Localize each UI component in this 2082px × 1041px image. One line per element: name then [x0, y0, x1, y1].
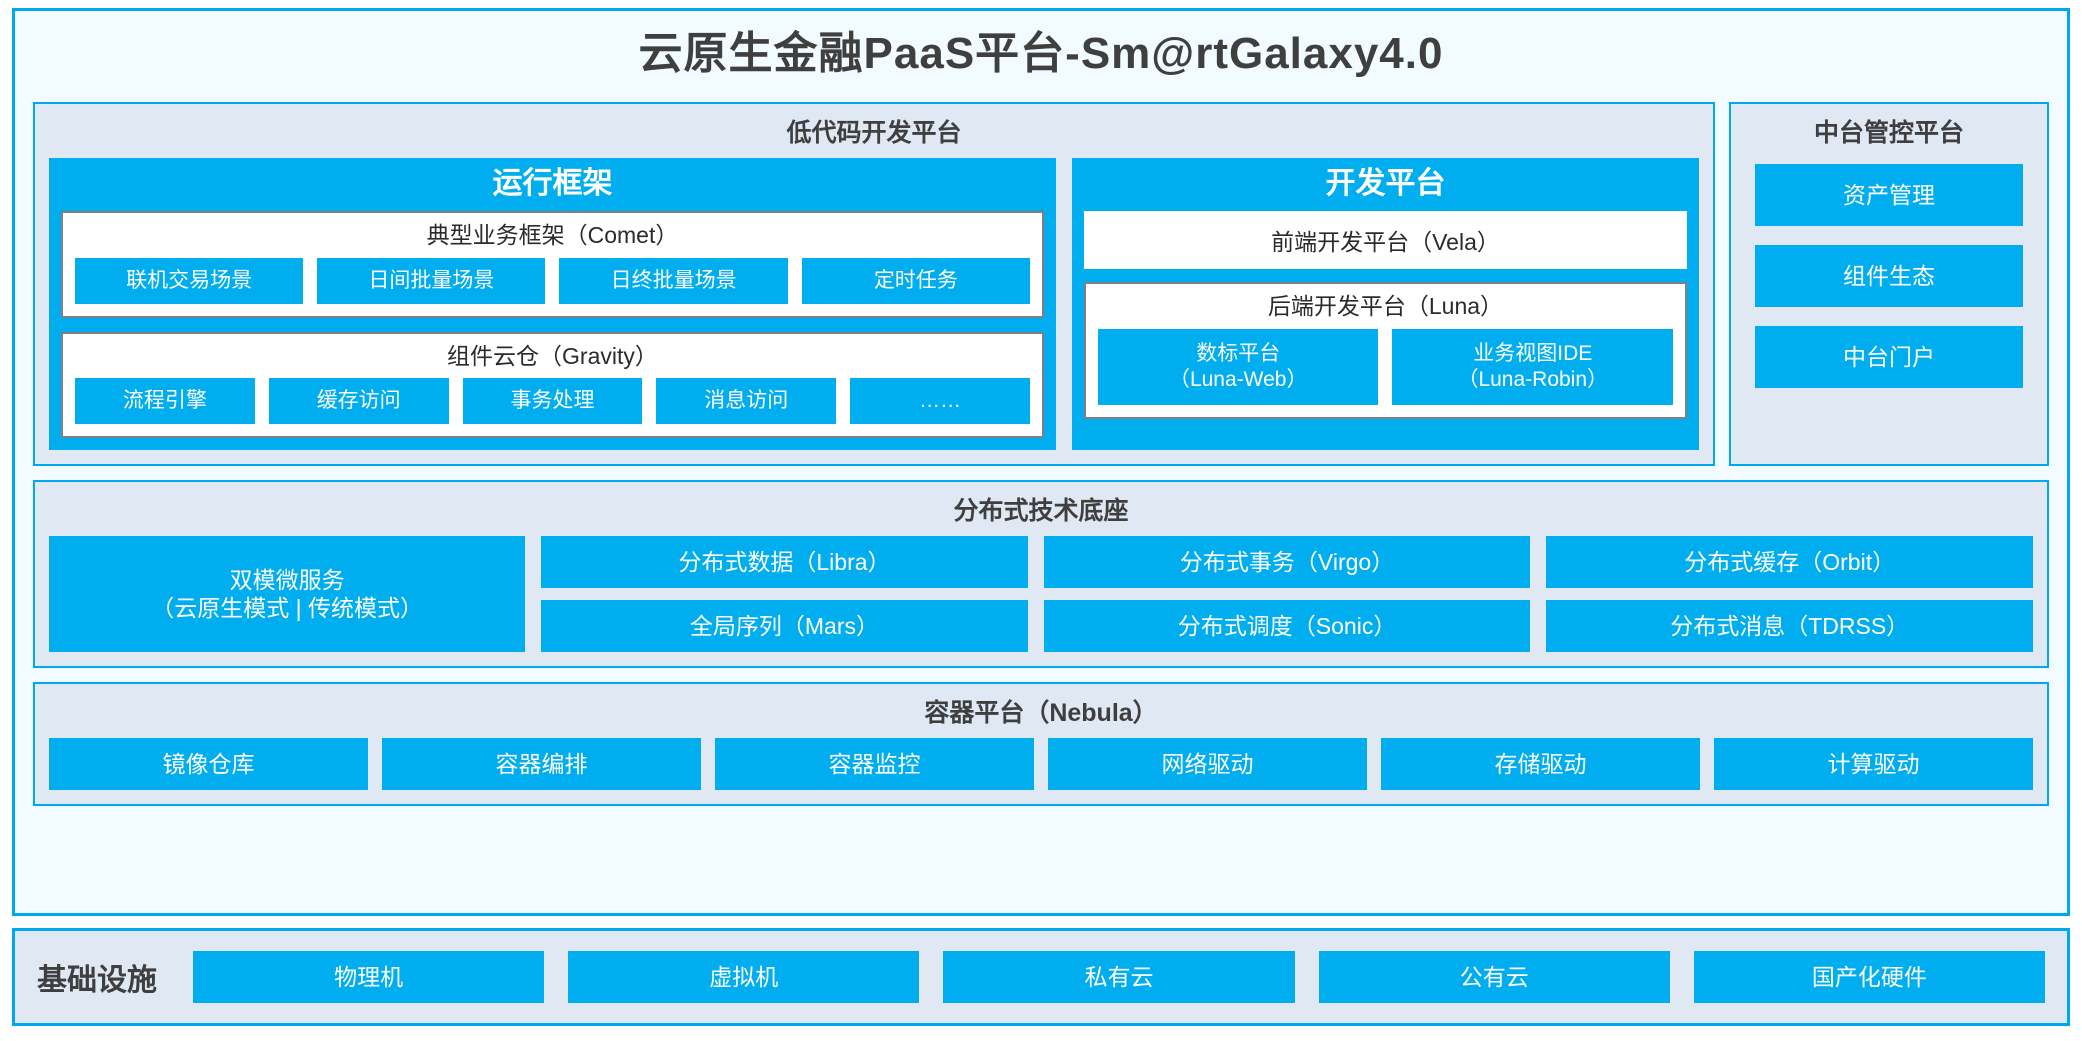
infra-tile-physical-machine[interactable]: 物理机: [193, 951, 545, 1003]
gravity-title: 组件云仓（Gravity）: [447, 342, 658, 369]
page-title: 云原生金融PaaS平台-Sm@rtGalaxy4.0: [638, 29, 1444, 78]
vela-frontend-platform-tile[interactable]: 前端开发平台（Vela）: [1083, 211, 1687, 270]
distributed-column-3: 分布式缓存（Orbit） 分布式消息（TDRSS）: [1546, 536, 2033, 653]
luna-tile-luna-web[interactable]: 数标平台 （Luna-Web）: [1097, 328, 1379, 405]
lowcode-platform-title: 低代码开发平台: [786, 118, 962, 147]
container-tile-compute-driver[interactable]: 计算驱动: [1714, 738, 2033, 791]
dist-tile-virgo[interactable]: 分布式事务（Virgo）: [1043, 536, 1531, 589]
container-tile-orchestration[interactable]: 容器编排: [382, 738, 701, 791]
dual-mode-microservice-tile[interactable]: 双模微服务 （云原生模式 | 传统模式）: [49, 536, 526, 653]
container-tile-network-driver[interactable]: 网络驱动: [1048, 738, 1367, 791]
dual-mode-line1: 双模微服务: [229, 567, 345, 594]
gravity-tile-more[interactable]: ……: [850, 378, 1030, 425]
gravity-box: 组件云仓（Gravity） 流程引擎 缓存访问 事务处理 消息访问 ……: [61, 331, 1044, 439]
container-tile-storage-driver[interactable]: 存储驱动: [1381, 738, 1700, 791]
container-platform-title: 容器平台（Nebula）: [924, 699, 1158, 728]
gravity-tile-process-engine[interactable]: 流程引擎: [75, 378, 255, 425]
luna-box: 后端开发平台（Luna） 数标平台 （Luna-Web） 业务视图IDE （Lu…: [1083, 282, 1687, 419]
luna-tile-row: 数标平台 （Luna-Web） 业务视图IDE （Luna-Robin）: [1097, 328, 1674, 405]
lowcode-platform-panel: 低代码开发平台 运行框架 典型业务框架（Comet） 联机交易场景 日间批量场景…: [33, 101, 1715, 467]
luna-web-line1: 数标平台: [1196, 342, 1281, 366]
midplatform-title: 中台管控平台: [1813, 118, 1964, 147]
lowcode-platform-body: 运行框架 典型业务框架（Comet） 联机交易场景 日间批量场景 日终批量场景 …: [49, 157, 1699, 451]
dist-tile-libra[interactable]: 分布式数据（Libra）: [541, 536, 1028, 589]
infrastructure-label: 基础设施: [37, 964, 157, 997]
infra-tile-public-cloud[interactable]: 公有云: [1318, 951, 1670, 1003]
container-tile-image-registry[interactable]: 镜像仓库: [49, 738, 368, 791]
midplatform-tile-component-ecosystem[interactable]: 组件生态: [1755, 244, 2023, 307]
distributed-base-panel: 分布式技术底座 双模微服务 （云原生模式 | 传统模式） 分布式数据（Libra…: [33, 480, 2049, 669]
midplatform-panel: 中台管控平台 资产管理 组件生态 中台门户: [1729, 101, 2049, 467]
distributed-column-2: 分布式事务（Virgo） 分布式调度（Sonic）: [1043, 536, 1531, 653]
distributed-column-1: 分布式数据（Libra） 全局序列（Mars）: [541, 536, 1028, 653]
luna-robin-line1: 业务视图IDE: [1473, 342, 1593, 366]
dist-tile-orbit[interactable]: 分布式缓存（Orbit）: [1546, 536, 2033, 589]
comet-tile-row: 联机交易场景 日间批量场景 日终批量场景 定时任务: [75, 257, 1030, 304]
top-row: 低代码开发平台 运行框架 典型业务框架（Comet） 联机交易场景 日间批量场景…: [33, 101, 2049, 467]
gravity-tile-row: 流程引擎 缓存访问 事务处理 消息访问 ……: [75, 378, 1030, 425]
development-platform-block: 开发平台 前端开发平台（Vela） 后端开发平台（Luna） 数标平台 （Lun…: [1071, 157, 1699, 451]
distributed-base-body: 双模微服务 （云原生模式 | 传统模式） 分布式数据（Libra） 全局序列（M…: [49, 536, 2033, 653]
runtime-framework-block: 运行框架 典型业务框架（Comet） 联机交易场景 日间批量场景 日终批量场景 …: [49, 157, 1056, 451]
runtime-framework-title: 运行框架: [492, 166, 613, 200]
dual-mode-line2: （云原生模式 | 传统模式）: [151, 595, 423, 622]
main-frame: 云原生金融PaaS平台-Sm@rtGalaxy4.0 低代码开发平台 运行框架 …: [12, 8, 2070, 916]
container-platform-panel: 容器平台（Nebula） 镜像仓库 容器编排 容器监控 网络驱动 存储驱动 计算…: [33, 682, 2049, 807]
luna-title: 后端开发平台（Luna）: [1267, 293, 1504, 320]
development-platform-title: 开发平台: [1325, 166, 1446, 200]
midplatform-tile-portal[interactable]: 中台门户: [1755, 325, 2023, 388]
gravity-tile-transaction-processing[interactable]: 事务处理: [462, 378, 643, 425]
luna-web-line2: （Luna-Web）: [1168, 367, 1308, 391]
gravity-tile-cache-access[interactable]: 缓存访问: [268, 378, 449, 425]
container-tile-monitoring[interactable]: 容器监控: [715, 738, 1034, 791]
comet-title: 典型业务框架（Comet）: [426, 222, 679, 249]
comet-tile-endofday-batch[interactable]: 日终批量场景: [559, 257, 788, 304]
gravity-tile-message-access[interactable]: 消息访问: [656, 378, 837, 425]
dist-tile-tdrss[interactable]: 分布式消息（TDRSS）: [1546, 600, 2033, 653]
luna-robin-line2: （Luna-Robin）: [1457, 367, 1609, 391]
comet-tile-intraday-batch[interactable]: 日间批量场景: [317, 257, 546, 304]
infrastructure-bar: 基础设施 物理机 虚拟机 私有云 公有云 国产化硬件: [12, 928, 2070, 1026]
infra-tile-domestic-hardware[interactable]: 国产化硬件: [1693, 951, 2046, 1003]
dist-tile-sonic[interactable]: 分布式调度（Sonic）: [1043, 600, 1531, 653]
distributed-base-title: 分布式技术底座: [953, 497, 1129, 526]
midplatform-tile-list: 资产管理 组件生态 中台门户: [1745, 158, 2033, 390]
container-platform-tile-row: 镜像仓库 容器编排 容器监控 网络驱动 存储驱动 计算驱动: [49, 738, 2033, 791]
infra-tile-private-cloud[interactable]: 私有云: [943, 951, 1295, 1003]
luna-tile-luna-robin[interactable]: 业务视图IDE （Luna-Robin）: [1392, 328, 1674, 405]
infrastructure-tile-list: 物理机 虚拟机 私有云 公有云 国产化硬件: [193, 951, 2046, 1003]
comet-tile-online-transaction[interactable]: 联机交易场景: [75, 257, 304, 304]
dist-tile-mars[interactable]: 全局序列（Mars）: [541, 600, 1028, 653]
comet-box: 典型业务框架（Comet） 联机交易场景 日间批量场景 日终批量场景 定时任务: [61, 211, 1044, 318]
comet-tile-scheduled-task[interactable]: 定时任务: [801, 257, 1030, 304]
midplatform-tile-asset-management[interactable]: 资产管理: [1755, 163, 2023, 226]
infra-tile-virtual-machine[interactable]: 虚拟机: [568, 951, 920, 1003]
